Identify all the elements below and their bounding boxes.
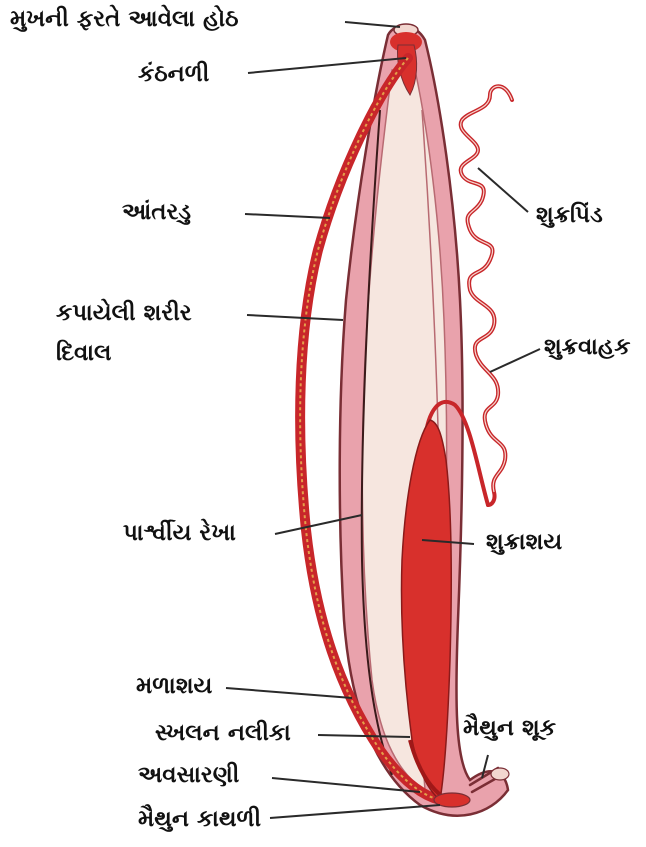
label-cloaca: મળાશય — [136, 673, 212, 701]
leader-intestine — [245, 214, 330, 218]
leader-cloaca — [226, 688, 352, 698]
label-cut-wall-line1: કપાયેલી શરીર — [56, 300, 192, 328]
label-ejaculatory-duct: સ્ખલન નલીકા — [155, 720, 291, 748]
leader-vas-deferens — [490, 349, 540, 372]
label-pharynx: કંઠનળી — [138, 61, 209, 89]
testis-coil — [461, 86, 512, 505]
tail-tip — [491, 768, 509, 780]
label-lateral-line: પાર્શ્વીય રેખા — [123, 520, 236, 548]
leader-mouth-lips — [345, 22, 400, 27]
label-spicule-sac: મૈથુન કાથળી — [138, 806, 261, 834]
leader-cut-wall — [247, 315, 343, 320]
label-cut-wall-line2: દિવાલ — [56, 340, 111, 368]
label-penial-spicule: મૈથુન શૂક — [463, 715, 556, 743]
label-anus: અવસારણી — [138, 762, 239, 790]
label-mouth-lips: મુખની ફરતે આવેલા હોઠ — [10, 6, 239, 34]
label-seminal-vesicle: શુક્રાશય — [486, 529, 562, 557]
label-testis: શુક્રપિંડ — [536, 202, 603, 230]
leader-spicule-sac — [270, 805, 440, 818]
label-vas-deferens: શુક્રવાહક — [544, 334, 631, 362]
label-intestine: આંતરડુ — [122, 199, 191, 227]
